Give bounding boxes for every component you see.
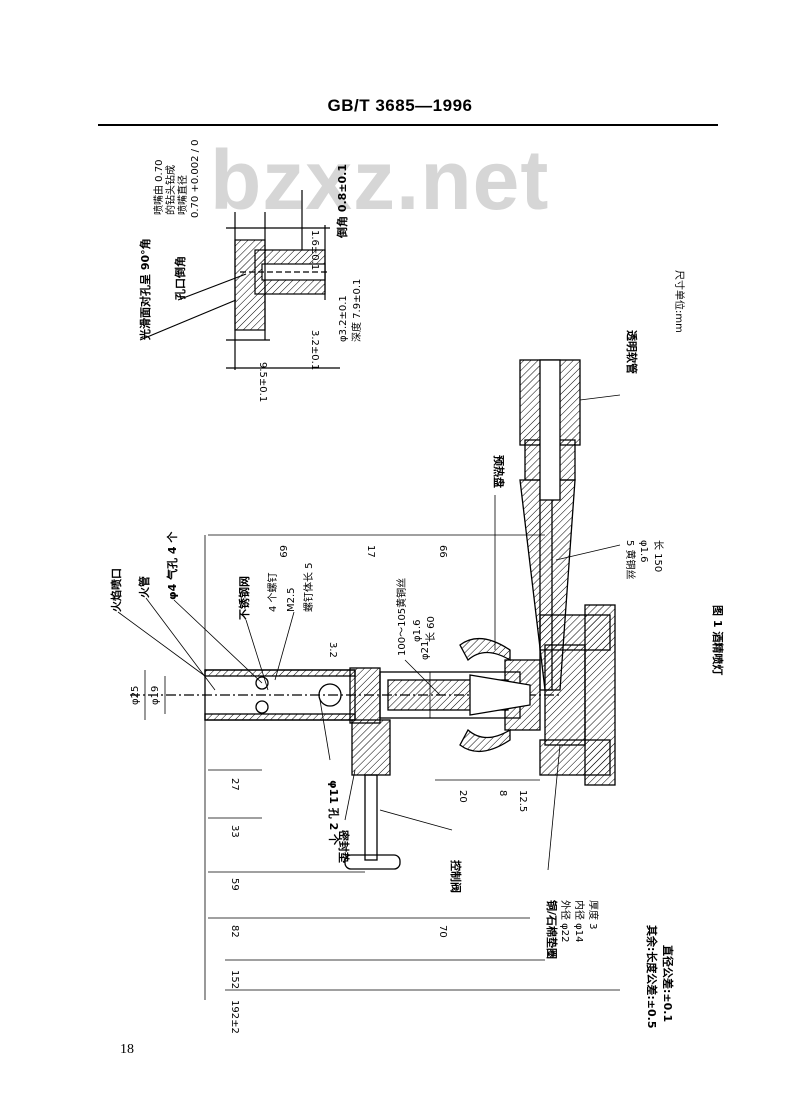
dim-70: 70 (437, 925, 448, 938)
dim-66: 66 (437, 545, 448, 558)
dim-3-2-b: 3.2 (327, 642, 338, 658)
header-rule (98, 124, 718, 126)
brass-wire-label-b: φ1.6 (412, 620, 423, 643)
dim-phi21: φ21 (420, 641, 431, 660)
hole11-label: φ11 孔 2 个 (327, 780, 341, 846)
leader-lines (117, 394, 621, 871)
standard-code: GB/T 3685—1996 (327, 96, 473, 115)
page-number: 18 (120, 1042, 134, 1057)
unit-note: 尺寸单位:mm (673, 270, 686, 333)
stainless-mesh-label: 不锈钢网 (237, 576, 251, 620)
dim-17: 17 (365, 545, 376, 558)
gasket-label-d: 厚度 3 (587, 900, 600, 930)
dim-152: 152 (229, 970, 240, 989)
dim-12-5: 12.5 (517, 790, 528, 812)
hole-chamfer-label: 孔口倒角 (173, 256, 187, 300)
brass-wire-label-c: 长 60 (425, 616, 437, 642)
gasket-label-c: 内径 φ14 (573, 900, 586, 943)
brass-wire-label-a: 100～105黄铜丝 (395, 578, 408, 656)
dim-8: 8 (497, 790, 508, 796)
dim-33: 33 (229, 825, 240, 838)
control-valve-label: 控制阀 (449, 860, 463, 893)
tolerance-line-2: 直径公差:±0.1 (661, 945, 675, 1022)
nozzle-label-c: 喷嘴直径 (176, 175, 189, 215)
nozzle-label-d: 0.70 +0.002 / 0 (190, 139, 201, 218)
dim-192: 192±2 (229, 1000, 240, 1034)
nozzle-label-a: 喷嘴由 0.70 (152, 160, 165, 215)
dim-1-6: 1.6±0.1 (309, 230, 320, 270)
tolerance-line-1: 其余:长度公差:±0.5 (645, 925, 659, 1029)
bore-label-b: 深度 7.9±0.1 (350, 279, 363, 342)
gasket-label-a: 铜/石棉垫圈 (545, 899, 559, 959)
chamfer-label: 倒角 0.8±0.1 (335, 164, 349, 239)
preheat-tray-label: 预热盘 (492, 455, 506, 488)
flame-nozzle-label: 火焰喷口 (109, 568, 123, 612)
dimension-lines (144, 534, 620, 1000)
wire5-label-b: φ1.6 (638, 540, 649, 563)
dim-phi25: φ25 (130, 686, 141, 705)
air-holes-label: φ4 气孔 4 个 (165, 531, 179, 600)
bevel-face-label: 光滑面对孔呈 90°角 (138, 238, 152, 341)
screws-label-b: M2.5 (286, 587, 297, 612)
figure-caption: 图 1 酒精喷灯 (711, 605, 725, 675)
bore-label-a: φ3.2±0.1 (338, 295, 349, 342)
dim-20: 20 (457, 790, 468, 803)
dim-9-5: 9.5±0.1 (257, 362, 268, 402)
watermark: bzxz.net (210, 133, 550, 227)
lamp-body (130, 359, 616, 870)
dim-82: 82 (229, 925, 240, 938)
dim-3-2: 3.2±0.1 (309, 330, 320, 370)
wire5-label-c: 长 150 (652, 540, 664, 572)
nozzle-detail (139, 190, 340, 370)
gasket-label-b: 外径 φ22 (559, 900, 572, 943)
screws-label-a: 4 个螺钉 (267, 572, 279, 612)
dim-phi19: φ19 (150, 686, 161, 705)
nozzle-label-b: 的钻头钻成 (164, 165, 177, 215)
wire5-label-a: 5 黄铜丝 (624, 540, 637, 580)
fire-tube-label: 火管 (137, 576, 151, 598)
clear-hose-label: 透明软管 (625, 330, 639, 374)
dim-69: 69 (277, 545, 288, 558)
screws-label-c: 螺钉体长 5 (303, 562, 315, 612)
seal-pad-label: 密封垫 (337, 830, 351, 863)
dim-59: 59 (229, 878, 240, 891)
dim-27: 27 (229, 778, 240, 791)
figure-caption-group: 图 1 酒精喷灯 (711, 605, 725, 675)
